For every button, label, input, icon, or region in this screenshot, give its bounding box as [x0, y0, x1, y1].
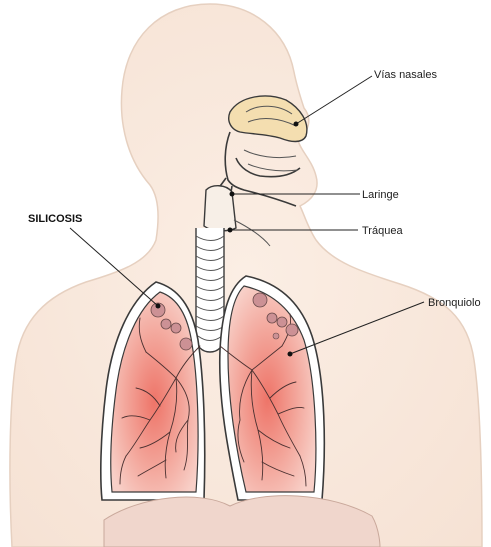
label-trachea: Tráquea	[362, 225, 403, 237]
trachea-leader-dot	[228, 228, 233, 233]
silicosis-leader-dot	[156, 304, 161, 309]
nodule	[161, 319, 171, 329]
bronchiole-leader-dot	[288, 352, 293, 357]
label-silicosis: SILICOSIS	[28, 213, 82, 225]
label-nasal: Vías nasales	[374, 69, 437, 81]
nodule	[267, 313, 277, 323]
nodule	[253, 293, 267, 307]
larynx-leader-dot	[230, 192, 235, 197]
nodule	[286, 324, 298, 336]
nodule	[180, 338, 192, 350]
trachea-tube	[196, 228, 224, 352]
label-bronchiole: Bronquiolo	[428, 297, 481, 309]
diaphragm	[104, 496, 380, 547]
nasal-leader-dot	[294, 122, 299, 127]
nasal-leader-line	[296, 76, 372, 124]
nodule	[171, 323, 181, 333]
nodule	[273, 333, 279, 339]
nodule	[277, 317, 287, 327]
label-larynx: Laringe	[362, 189, 399, 201]
